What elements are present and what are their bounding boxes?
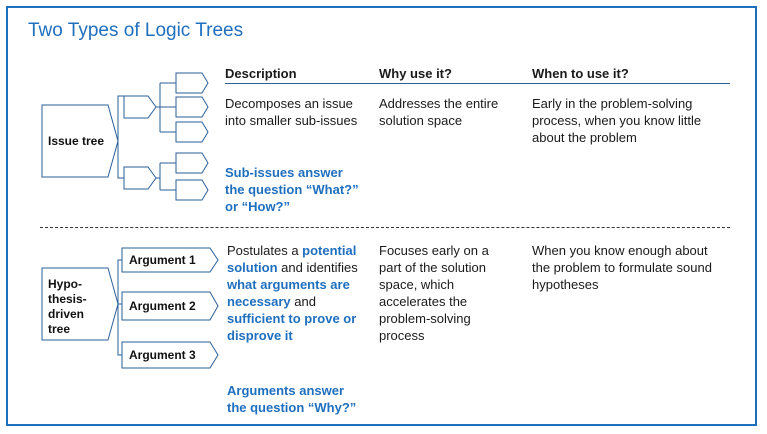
hypothesis-tree-note-line-2: the question “Why?” bbox=[227, 400, 357, 415]
desc-text-3: and bbox=[290, 294, 316, 309]
column-header-description: Description bbox=[225, 66, 297, 81]
hypothesis-tree-when: When you know enough about the problem t… bbox=[532, 243, 712, 292]
issue-tree-description: Decomposes an issue into smaller sub-iss… bbox=[225, 96, 358, 128]
hypothesis-tree-why: Focuses early on a part of the solution … bbox=[379, 243, 489, 343]
argument-1-label: Argument 1 bbox=[129, 253, 196, 267]
hypothesis-tree-note: Arguments answer the question “Why?” bbox=[227, 382, 377, 416]
issue-tree-note: Sub-issues answer the question “What?” o… bbox=[225, 164, 375, 215]
issue-tree-when: Early in the problem-solving process, wh… bbox=[532, 96, 702, 145]
argument-3-label: Argument 3 bbox=[129, 348, 196, 362]
issue-tree-why: Addresses the entire solution space bbox=[379, 96, 499, 128]
column-header-why: Why use it? bbox=[379, 66, 452, 81]
slide-title: Two Types of Logic Trees bbox=[28, 20, 244, 41]
issue-tree-note-line-1: Sub-issues answer bbox=[225, 165, 343, 180]
desc-emphasis-1: potential solution bbox=[227, 243, 357, 275]
hypothesis-tree-description: Postulates a potential solution and iden… bbox=[227, 242, 367, 344]
issue-tree-note-line-2: the question “What?” bbox=[225, 182, 359, 197]
issue-tree-note-line-3: or “How?” bbox=[225, 199, 290, 214]
column-header-when: When to use it? bbox=[532, 66, 629, 81]
argument-2-label: Argument 2 bbox=[129, 299, 196, 313]
desc-text-2: and identifies bbox=[277, 260, 358, 275]
hypothesis-tree-note-line-1: Arguments answer bbox=[227, 383, 345, 398]
issue-tree-label: Issue tree bbox=[48, 134, 104, 148]
hypothesis-tree-root-node bbox=[41, 267, 119, 341]
hypothesis-tree-label-3: driven bbox=[48, 307, 84, 321]
desc-emphasis-2: what arguments are necessary bbox=[227, 277, 350, 309]
slide-frame: Two Types of Logic Trees Description Why… bbox=[6, 6, 757, 426]
hypothesis-tree-label-1: Hypo- bbox=[48, 277, 82, 291]
header-rule bbox=[225, 83, 730, 84]
hypothesis-tree-label-2: thesis- bbox=[48, 292, 87, 306]
tree-diagrams: Issue tree Hypo- thesis- driven tree Arg… bbox=[41, 72, 219, 369]
section-divider bbox=[40, 227, 730, 228]
hypothesis-tree-label-4: tree bbox=[48, 322, 70, 336]
issue-tree-root-node bbox=[41, 104, 119, 178]
desc-text-1: Postulates a bbox=[227, 243, 303, 258]
desc-emphasis-3: sufficient to prove or disprove it bbox=[227, 311, 357, 343]
